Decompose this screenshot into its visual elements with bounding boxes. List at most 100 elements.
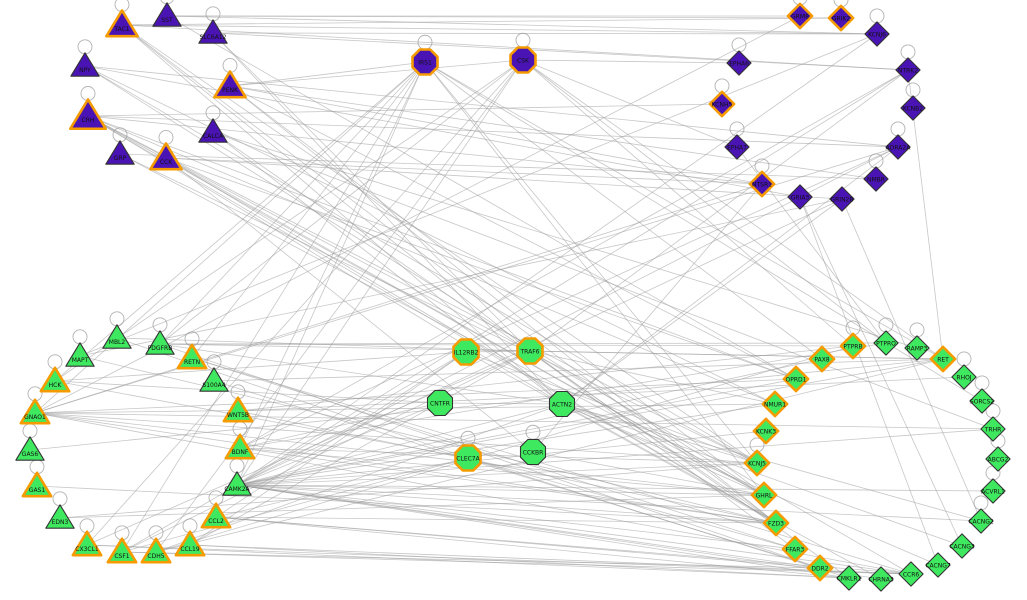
node-PTPRB[interactable]: PTPRB — [839, 332, 867, 360]
node-ADRA2A[interactable]: ADRA2A — [885, 134, 912, 160]
self-loop-MAPT — [72, 329, 88, 345]
edge-MBL2-CLEC7A — [116, 337, 469, 459]
edge-CSK-RET — [522, 59, 944, 360]
node-shape-dia — [748, 170, 776, 198]
node-shape-tri — [39, 366, 71, 393]
edge-GNAO1-CCR6 — [34, 412, 912, 575]
edge-CX3CL1-CCR6 — [86, 544, 912, 575]
node-NMUR1[interactable]: NMUR1 — [761, 390, 789, 418]
node-shape-oct — [548, 390, 576, 418]
edge-IRS1-HCK — [54, 61, 426, 382]
node-shape-oct — [426, 389, 454, 417]
edge-SLC6A12-ACTN2 — [212, 32, 563, 405]
node-ACTN2[interactable]: ACTN2 — [548, 390, 576, 418]
edge-CCK-GHRL — [165, 157, 765, 496]
node-RETN[interactable]: RETN — [176, 343, 208, 370]
edge-CAMK2A-NMUR1 — [236, 403, 776, 486]
edge-IRS1-CSF1 — [121, 61, 426, 553]
node-CLEC7A[interactable]: CLEC7A — [454, 444, 482, 472]
node-shape-tri — [105, 140, 135, 165]
node-CSK[interactable]: CSK — [509, 46, 537, 74]
node-GAS6[interactable]: GAS6 — [15, 436, 45, 461]
edge-CRH-OPRD1 — [87, 115, 797, 380]
node-NPY[interactable]: NPY — [70, 52, 100, 77]
node-shape-dia — [724, 134, 750, 160]
node-CALCA[interactable]: CALCA — [198, 118, 228, 143]
node-GNAO1[interactable]: GNAO1 — [19, 398, 51, 425]
edge-CAMK2A-PAX8 — [236, 358, 823, 486]
node-KCNK3[interactable]: KCNK3 — [752, 417, 780, 445]
node-SST[interactable]: SST — [152, 2, 182, 27]
node-KCNB2[interactable]: KCNB2 — [900, 95, 926, 121]
node-PTPRO[interactable]: PTPRO — [873, 330, 899, 356]
edge-IRS1-PDGFRB — [159, 61, 426, 345]
node-shape-tri — [174, 530, 206, 557]
edge-CNTFR-HCK — [54, 380, 441, 404]
node-IL12RB2[interactable]: IL12RB2 — [452, 338, 480, 366]
node-CACNG2[interactable]: CACNG2 — [968, 508, 994, 534]
self-loop-KCNB2 — [905, 82, 921, 98]
node-ACVRL1[interactable]: ACVRL1 — [980, 478, 1006, 504]
self-loop-SLC6A12 — [205, 6, 221, 22]
node-HCK[interactable]: HCK — [39, 366, 71, 393]
node-RET[interactable]: RET — [929, 345, 957, 373]
node-SORCS2[interactable]: SORCS2 — [969, 388, 995, 414]
node-shape-tri — [70, 52, 100, 77]
edge-IL12RB2-CSF1 — [121, 351, 467, 553]
node-TAC1[interactable]: TAC1 — [105, 9, 139, 38]
node-CNTFR[interactable]: CNTFR — [426, 389, 454, 417]
node-CCL2[interactable]: CCL2 — [200, 502, 232, 529]
node-ABCG2[interactable]: ABCG2 — [985, 446, 1011, 472]
node-CDH5[interactable]: CDH5 — [140, 537, 172, 564]
node-CACNG3[interactable]: CACNG3 — [949, 533, 975, 559]
node-CACNG7[interactable]: CACNG7 — [925, 552, 951, 578]
node-NTRK2[interactable]: NTRK2 — [895, 57, 921, 83]
edge-GNAO1-GHRL — [34, 412, 765, 496]
node-KCNH5[interactable]: KCNH5 — [708, 90, 736, 118]
node-shape-oct — [509, 46, 537, 74]
node-TRAF6[interactable]: TRAF6 — [516, 337, 544, 365]
node-EPHA6[interactable]: EPHA6 — [726, 50, 752, 76]
node-GRIN2B[interactable]: GRIN2B — [829, 186, 855, 212]
node-PDGFRB[interactable]: PDGFRB — [145, 330, 175, 355]
node-GRP[interactable]: GRP — [105, 140, 135, 165]
node-KCNJ6[interactable]: KCNJ6 — [864, 21, 890, 47]
node-shape-oct — [411, 48, 439, 76]
node-shape-tri — [69, 98, 107, 131]
node-GRM8[interactable]: GRM8 — [786, 2, 814, 30]
node-shape-dia — [885, 134, 911, 160]
node-GRIK2[interactable]: GRIK2 — [827, 4, 855, 32]
node-GAS1[interactable]: GAS1 — [21, 471, 53, 498]
edge-TRAF6-NTRK2 — [529, 69, 909, 352]
node-CX3CL1[interactable]: CX3CL1 — [71, 530, 103, 557]
node-CSF1[interactable]: CSF1 — [106, 537, 138, 564]
node-RHOJ[interactable]: RHOJ — [951, 364, 977, 390]
node-WNT5B[interactable]: WNT5B — [222, 396, 254, 423]
node-CRH[interactable]: CRH — [69, 98, 107, 131]
edge-TAC1-ACTN2 — [121, 24, 563, 405]
edge-CRH-NTSR1 — [87, 115, 763, 185]
node-CCR6[interactable]: CCR6 — [898, 561, 924, 587]
edge-CDH5-RET — [155, 358, 944, 553]
node-S100A4[interactable]: S100A4 — [199, 367, 229, 392]
node-shape-dia — [782, 365, 810, 393]
node-IRS1[interactable]: IRS1 — [411, 48, 439, 76]
node-FZD3[interactable]: FZD3 — [762, 509, 790, 537]
edge-CAMK2A-GHRL — [236, 484, 765, 496]
node-KCNJ5[interactable]: KCNJ5 — [743, 449, 771, 477]
edge-CAMK2A-ADRA2A — [236, 146, 899, 486]
node-MAPT[interactable]: MAPT — [65, 342, 95, 367]
node-CCKBR[interactable]: CCKBR — [519, 438, 547, 466]
edge-CRH-ADRA2A — [87, 115, 899, 148]
node-OPRD1[interactable]: OPRD1 — [782, 365, 810, 393]
edge-IRS1-GNAO1 — [34, 61, 426, 414]
node-SLC6A12[interactable]: SLC6A12 — [198, 19, 228, 44]
node-shape-dia — [900, 95, 926, 121]
edge-CSK-PTPRB — [522, 59, 854, 347]
node-GRIA3[interactable]: GRIA3 — [787, 184, 813, 210]
node-TRHR[interactable]: TRHR — [980, 416, 1006, 442]
edge-GRP-NMBR — [119, 153, 877, 180]
node-EDN3[interactable]: EDN3 — [45, 504, 75, 529]
